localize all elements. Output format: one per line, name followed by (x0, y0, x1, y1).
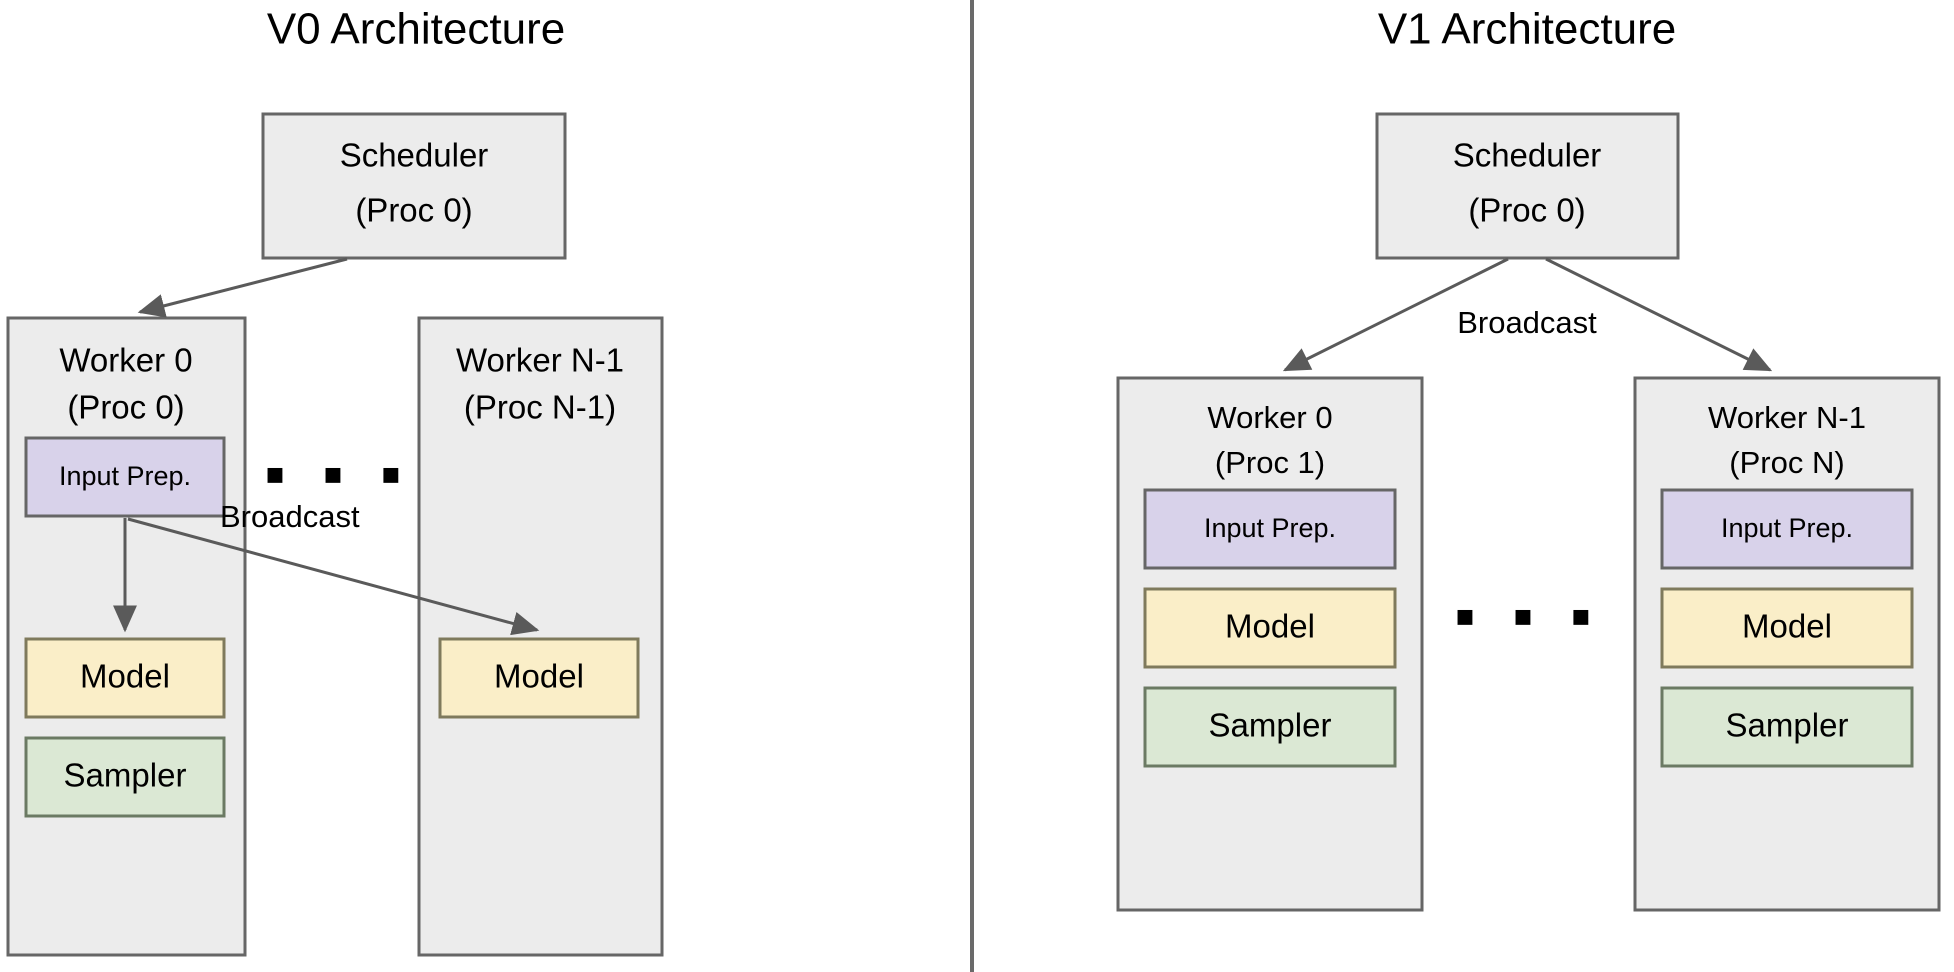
v0-scheduler-label-line1: Scheduler (340, 137, 489, 174)
v0-worker-0-input-prep-label: Input Prep. (59, 461, 191, 491)
panel-title-v1: V1 Architecture (1378, 5, 1676, 54)
v1-worker-n-sampler-box[interactable] (1660, 686, 1914, 768)
v0-worker-n-model-label: Model (494, 658, 584, 695)
v0-edge-label-broadcast: Broadcast (220, 499, 360, 534)
v1-worker-n-model-label: Model (1742, 608, 1832, 645)
v0-scheduler-label-line2: (Proc 0) (355, 192, 472, 229)
v1-worker-0-sampler-box[interactable] (1143, 686, 1397, 768)
v0-worker-n-model-box[interactable] (438, 637, 640, 719)
v1-ellipsis: ▪ ▪ ▪ (1454, 582, 1601, 649)
v1-worker-0-input-prep-label: Input Prep. (1204, 513, 1336, 543)
v1-worker-n-label-line2: (Proc N) (1729, 445, 1844, 480)
v0-worker-0-label-line2: (Proc 0) (67, 389, 184, 426)
v1-scheduler-label-line1: Scheduler (1453, 137, 1602, 174)
v0-worker-0-model-label: Model (80, 658, 170, 695)
panel-v1: V1 Architecture Scheduler (Proc 0) Worke… (1116, 5, 1941, 912)
v0-ellipsis: ▪ ▪ ▪ (264, 440, 411, 507)
v1-scheduler-node[interactable]: Scheduler (Proc 0) (1375, 112, 1680, 260)
v1-worker-n-input-prep-label: Input Prep. (1721, 513, 1853, 543)
v0-worker-n-node[interactable]: Worker N-1 (Proc N-1) Model (417, 316, 664, 957)
v0-scheduler-node[interactable]: Scheduler (Proc 0) (261, 112, 567, 260)
v0-worker-0-node[interactable]: Worker 0 (Proc 0) Input Prep. Model Samp… (6, 316, 247, 957)
v1-worker-0-node[interactable]: Worker 0 (Proc 1) Input Prep. Model Samp… (1116, 376, 1424, 912)
v1-worker-0-input-prep-box[interactable] (1143, 488, 1397, 570)
panel-title-v0: V0 Architecture (267, 5, 565, 54)
v1-worker-0-label-line1: Worker 0 (1207, 400, 1332, 435)
v0-worker-0-sampler-box[interactable] (24, 736, 226, 818)
v1-worker-n-input-prep-box[interactable] (1660, 488, 1914, 570)
v0-worker-0-sampler-label: Sampler (64, 757, 187, 794)
v1-worker-0-model-label: Model (1225, 608, 1315, 645)
v1-edge-scheduler-to-worker0 (1282, 257, 1509, 372)
v0-worker-n-box[interactable] (417, 316, 664, 957)
v0-worker-0-input-prep-box[interactable] (24, 436, 226, 518)
v0-worker-0-model-box[interactable] (24, 637, 226, 719)
v1-edge-scheduler-to-workern (1545, 257, 1773, 372)
v1-scheduler-box[interactable] (1375, 112, 1680, 260)
v0-scheduler-box[interactable] (261, 112, 567, 260)
v1-worker-n-label-line1: Worker N-1 (1708, 400, 1866, 435)
v1-worker-0-sampler-label: Sampler (1209, 707, 1332, 744)
v1-worker-n-sampler-label: Sampler (1726, 707, 1849, 744)
v0-worker-0-label-line1: Worker 0 (59, 342, 192, 379)
v0-edge-inputprep-to-model-n (127, 517, 540, 636)
v1-worker-n-model-box[interactable] (1660, 587, 1914, 669)
v1-edge-label-broadcast: Broadcast (1457, 305, 1597, 340)
v0-worker-n-label-line1: Worker N-1 (456, 342, 624, 379)
v0-worker-n-label-line2: (Proc N-1) (464, 389, 616, 426)
v1-scheduler-label-line2: (Proc 0) (1468, 192, 1585, 229)
v0-edge-scheduler-to-worker0 (137, 257, 348, 318)
v1-worker-n-node[interactable]: Worker N-1 (Proc N) Input Prep. Model Sa… (1633, 376, 1941, 912)
v1-worker-0-label-line2: (Proc 1) (1215, 445, 1325, 480)
v0-worker-0-box[interactable] (6, 316, 247, 957)
v1-worker-0-model-box[interactable] (1143, 587, 1397, 669)
panel-v0: V0 Architecture Scheduler (Proc 0) Worke… (6, 5, 664, 957)
